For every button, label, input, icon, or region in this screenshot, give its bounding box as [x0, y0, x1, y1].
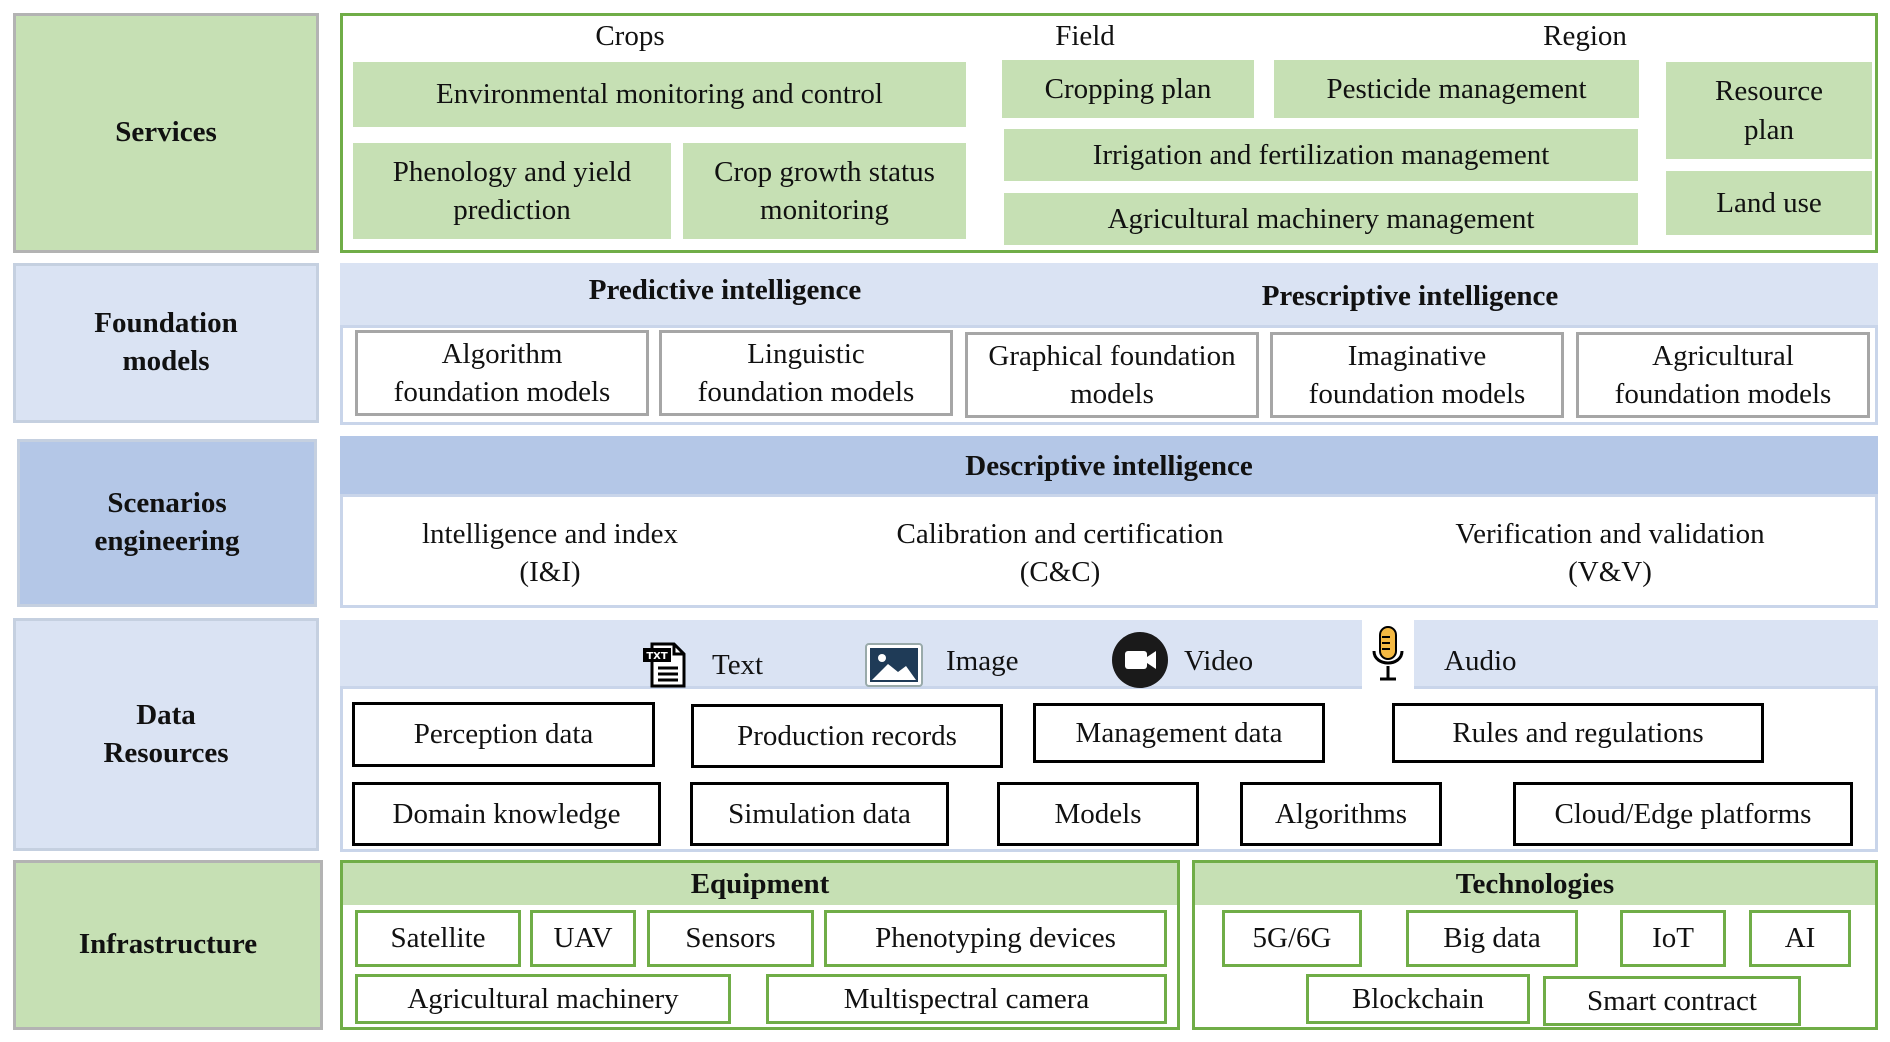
5g-6g-item: 5G/6G [1222, 910, 1362, 967]
scenario-intelligence-index: lntelligence and index (I&I) [421, 517, 679, 588]
linguistic-foundation-models: Linguistic foundation models [659, 330, 953, 416]
prescriptive-intelligence-title: Prescriptive intelligence [1261, 279, 1559, 312]
layer-label-foundation-models: Foundation models [13, 263, 319, 423]
equipment-title: Equipment [343, 863, 1177, 905]
layer-label-foundation-models-text: Foundation models [94, 307, 238, 377]
imaginative-foundation-models: Imaginative foundation models [1270, 332, 1564, 418]
perception-data: Perception data [352, 702, 655, 767]
algorithm-foundation-models: Algorithm foundation models [355, 330, 649, 416]
services-header-crops: Crops [595, 19, 665, 52]
media-video-label: Video [1184, 645, 1254, 677]
agricultural-machinery-item: Agricultural machinery [355, 974, 731, 1024]
layer-label-infrastructure: Infrastructure [13, 860, 323, 1030]
algorithms-item: Algorithms [1240, 782, 1442, 846]
big-data-item: Big data [1406, 910, 1578, 967]
service-crop-growth-monitoring: Crop growth status monitoring [683, 143, 966, 239]
service-pesticide-management: Pesticide management [1274, 60, 1639, 118]
service-land-use: Land use [1666, 171, 1872, 235]
models-item: Models [997, 782, 1199, 846]
txt-badge-label: TXT [646, 651, 668, 662]
layer-label-services: Services [13, 13, 319, 253]
service-irrigation-fertilization: Irrigation and fertilization management [1004, 129, 1638, 181]
graphical-foundation-models: Graphical foundation models [965, 332, 1259, 418]
video-camera-icon [1110, 630, 1170, 690]
layer-label-services-text: Services [115, 116, 217, 149]
service-agricultural-machinery-management: Agricultural machinery management [1004, 193, 1638, 245]
media-image-label: Image [946, 645, 1019, 677]
cloud-edge-platforms: Cloud/Edge platforms [1513, 782, 1853, 846]
layer-label-scenarios-engineering: Scenarios engineering [17, 439, 317, 607]
layer-label-data-resources: Data Resources [13, 618, 319, 851]
service-cropping-plan: Cropping plan [1002, 60, 1254, 118]
management-data: Management data [1033, 703, 1325, 763]
domain-knowledge: Domain knowledge [352, 782, 661, 846]
rules-and-regulations: Rules and regulations [1392, 703, 1764, 763]
scenarios-panel [340, 494, 1878, 608]
text-file-icon: TXT [640, 638, 692, 690]
service-phenology-yield-prediction: Phenology and yield prediction [353, 143, 671, 239]
predictive-intelligence-title: Predictive intelligence [588, 273, 862, 306]
smart-contract-item: Smart contract [1543, 976, 1801, 1026]
descriptive-intelligence-title: Descriptive intelligence [340, 436, 1878, 496]
scenario-calibration-certification: Calibration and certification (C&C) [896, 517, 1224, 588]
iot-item: IoT [1620, 910, 1726, 967]
ai-item: AI [1749, 910, 1851, 967]
production-records: Production records [691, 704, 1003, 768]
multispectral-camera-item: Multispectral camera [766, 974, 1167, 1024]
satellite-item: Satellite [355, 910, 521, 967]
image-icon [864, 640, 924, 690]
data-media-bar [340, 620, 1878, 690]
microphone-icon [1362, 620, 1414, 690]
service-environmental-monitoring: Environmental monitoring and control [353, 62, 966, 127]
media-audio-label: Audio [1444, 645, 1517, 677]
agricultural-foundation-models: Agricultural foundation models [1576, 332, 1870, 418]
blockchain-item: Blockchain [1306, 974, 1530, 1024]
services-header-field: Field [1055, 19, 1115, 52]
layer-label-infrastructure-text: Infrastructure [78, 928, 258, 961]
scenario-verification-validation: Verification and validation (V&V) [1455, 517, 1765, 588]
foundation-header-bar [340, 263, 1878, 329]
uav-item: UAV [530, 910, 636, 967]
layer-label-data-resources-text: Data Resources [103, 698, 229, 769]
services-header-region: Region [1543, 19, 1627, 52]
media-text-label: Text [712, 649, 764, 681]
layer-label-scenarios-engineering-text: Scenarios engineering [94, 487, 240, 557]
phenotyping-devices-item: Phenotyping devices [824, 910, 1167, 967]
sensors-item: Sensors [647, 910, 814, 967]
technologies-title: Technologies [1195, 863, 1875, 905]
simulation-data: Simulation data [690, 782, 949, 846]
service-resource-plan: Resource plan [1666, 62, 1872, 159]
